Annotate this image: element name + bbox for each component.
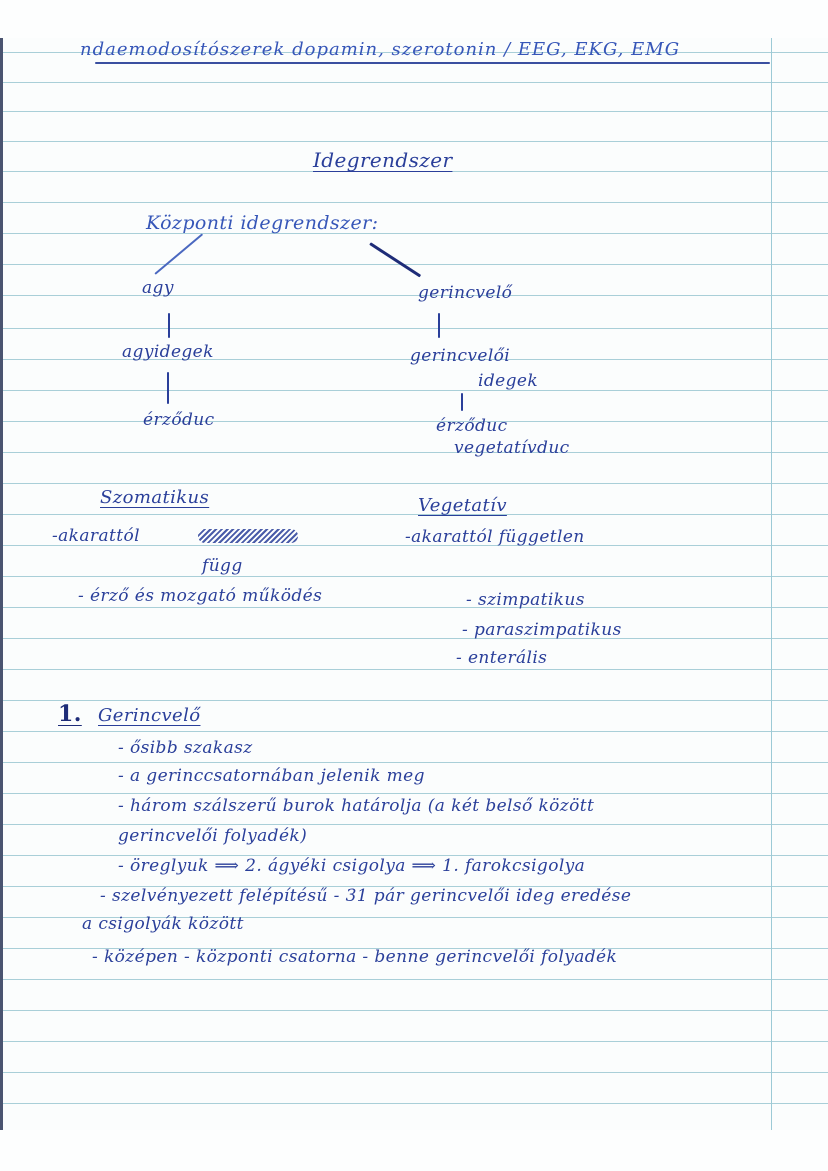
header-underline xyxy=(95,62,770,64)
somatic-item-cont: függ xyxy=(202,556,243,576)
margin-line xyxy=(771,38,772,1130)
somatic-item: - érző és mozgató működés xyxy=(78,586,323,606)
tree-node-agy: agy xyxy=(142,278,174,298)
section-bullet-cont: a csigolyák között xyxy=(82,914,244,934)
ruled-line xyxy=(3,979,828,980)
tree-connector xyxy=(168,313,170,338)
ruled-line xyxy=(3,171,828,172)
ruled-line xyxy=(3,762,828,763)
section-heading: Gerincvelő xyxy=(98,705,201,726)
ruled-line xyxy=(3,1041,828,1042)
tree-node-agyidegek: agyidegek xyxy=(122,342,214,362)
section-bullet: - szelvényezett felépítésű - 31 pár geri… xyxy=(100,886,632,906)
ruled-line xyxy=(3,233,828,234)
ruled-line xyxy=(3,141,828,142)
tree-node-erzoduc-right: érződuc xyxy=(436,416,508,436)
ruled-line xyxy=(3,390,828,391)
vegetative-sub-item: - paraszimpatikus xyxy=(462,620,622,640)
tree-node-idegek: idegek xyxy=(478,371,539,391)
ruled-line xyxy=(3,452,828,453)
ruled-line xyxy=(3,886,828,887)
page-title: Idegrendszer xyxy=(313,148,453,172)
section-bullet-cont: gerincvelői folyadék) xyxy=(118,826,308,846)
ruled-line xyxy=(3,111,828,112)
ruled-line xyxy=(3,545,828,546)
ruled-line xyxy=(3,264,828,265)
ruled-line xyxy=(3,731,828,732)
ruled-line xyxy=(3,793,828,794)
section-bullet: - ősibb szakasz xyxy=(118,738,253,758)
vegetative-item: -akarattól független xyxy=(405,527,585,547)
ruled-line xyxy=(3,948,828,949)
section-bullet: - középen - központi csatorna - benne ge… xyxy=(92,947,618,967)
somatic-item: -akarattól xyxy=(52,526,140,546)
ruled-line xyxy=(3,359,828,360)
ruled-line xyxy=(3,607,828,608)
somatic-heading: Szomatikus xyxy=(100,487,210,508)
tree-node-vegetativduc: vegetatívduc xyxy=(454,438,570,458)
ruled-line xyxy=(3,576,828,577)
tree-connector xyxy=(461,393,463,411)
ruled-line xyxy=(3,483,828,484)
tree-node-gerincvelo: gerincvelő xyxy=(418,283,513,303)
crossed-out-word xyxy=(198,529,298,543)
ruled-line xyxy=(3,328,828,329)
ruled-line xyxy=(3,82,828,83)
ruled-line xyxy=(3,638,828,639)
vegetative-sub-item: - szimpatikus xyxy=(466,590,585,610)
ruled-line xyxy=(3,1010,828,1011)
section-bullet: - a gerinccsatornában jelenik meg xyxy=(118,766,425,786)
section-bullet: - három szálszerű burok határolja (a két… xyxy=(118,796,595,816)
ruled-line xyxy=(3,52,828,53)
notebook-page xyxy=(0,38,828,1130)
vegetative-sub-item: - enterális xyxy=(456,648,548,668)
ruled-line xyxy=(3,202,828,203)
ruled-line xyxy=(3,295,828,296)
section-bullet: - öreglyuk ⟹ 2. ágyéki csigolya ⟹ 1. far… xyxy=(118,856,586,876)
ruled-line xyxy=(3,700,828,701)
section-number: 1. xyxy=(58,701,82,727)
ruled-line xyxy=(3,824,828,825)
ruled-line xyxy=(3,1072,828,1073)
tree-connector xyxy=(167,372,169,404)
ruled-line xyxy=(3,1103,828,1104)
vegetative-heading: Vegetatív xyxy=(418,495,507,516)
tree-connector xyxy=(438,313,440,338)
ruled-line xyxy=(3,669,828,670)
ruled-line xyxy=(3,917,828,918)
header-text: ndaemodosítószerek dopamin, szerotonin /… xyxy=(80,39,681,60)
ruled-line xyxy=(3,514,828,515)
ruled-line xyxy=(3,855,828,856)
tree-node-erzoduc-left: érződuc xyxy=(143,410,215,430)
cns-heading: Központi idegrendszer: xyxy=(146,212,379,234)
ruled-line xyxy=(3,421,828,422)
tree-node-gerincveloi: gerincvelői xyxy=(410,346,511,366)
